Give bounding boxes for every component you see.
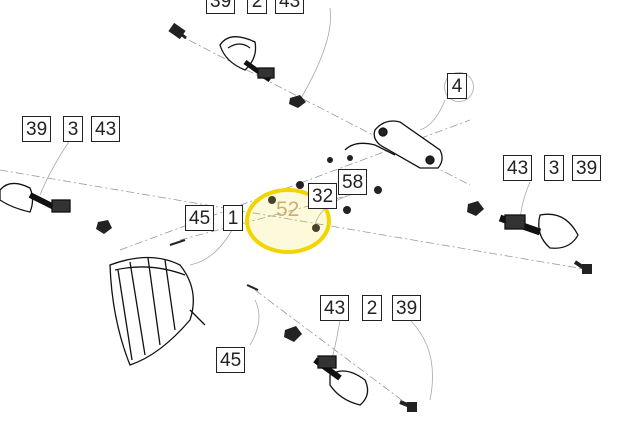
callout-top-39: 39 bbox=[206, 0, 236, 14]
callout-left-43: 43 bbox=[91, 116, 121, 142]
callout-part4: 4 bbox=[447, 73, 467, 99]
bolt-top bbox=[168, 22, 187, 40]
callout-right-3: 3 bbox=[544, 155, 564, 181]
callout-1: 1 bbox=[223, 205, 243, 231]
callout-right-43: 43 bbox=[503, 155, 533, 181]
callout-bottom-43: 43 bbox=[320, 295, 350, 321]
turn-signal-left bbox=[0, 182, 71, 213]
callout-52: 52 bbox=[276, 198, 300, 221]
nut-top bbox=[289, 95, 306, 108]
bolt-right bbox=[573, 260, 592, 274]
callout-32: 32 bbox=[308, 183, 338, 209]
headlight-housing bbox=[109, 256, 206, 366]
callout-top-43: 43 bbox=[275, 0, 305, 14]
callout-top-2: 2 bbox=[247, 0, 267, 14]
callout-left-3: 3 bbox=[63, 116, 83, 142]
turn-signal-top bbox=[219, 36, 275, 83]
turn-signal-right bbox=[498, 213, 579, 249]
callout-left-39: 39 bbox=[22, 116, 52, 142]
nut-bottom bbox=[284, 326, 302, 342]
callout-bottom-39: 39 bbox=[392, 295, 422, 321]
callout-right-39: 39 bbox=[572, 155, 602, 181]
nut-right bbox=[467, 201, 484, 216]
nut-left bbox=[96, 220, 112, 234]
turn-signal-bottom bbox=[313, 355, 369, 406]
callout-45-bottom: 45 bbox=[216, 347, 246, 373]
screws-center bbox=[169, 239, 259, 291]
callout-45-center: 45 bbox=[185, 205, 215, 231]
callout-58: 58 bbox=[338, 169, 368, 195]
bracket-part4 bbox=[344, 120, 443, 169]
bolt-bottom bbox=[399, 400, 417, 412]
leader-lines bbox=[39, 7, 531, 401]
callout-bottom-2: 2 bbox=[362, 295, 382, 321]
